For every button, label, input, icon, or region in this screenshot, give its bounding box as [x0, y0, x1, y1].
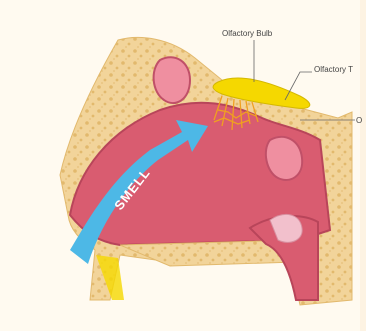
frontal-sinus	[154, 57, 190, 103]
sphenoid-sinus	[266, 137, 302, 180]
olfactory-bulb-label: Olfactory Bulb	[222, 29, 273, 38]
olfactory-tract-label: Olfactory T	[314, 65, 353, 74]
cut-off-label: O	[356, 116, 362, 125]
